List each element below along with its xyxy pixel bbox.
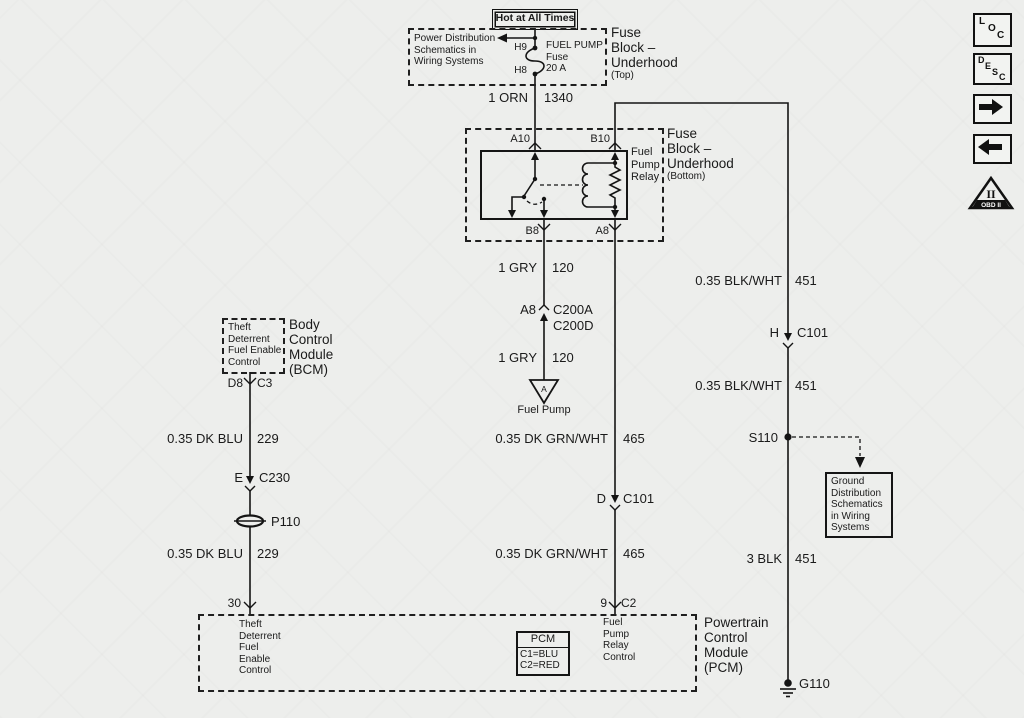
relay-pin-a8: A8	[595, 225, 609, 237]
wire-grnwht2-name: 0.35 DK GRN/WHT	[495, 546, 608, 561]
forward-button[interactable]	[973, 94, 1012, 124]
conn-c200d: C200D	[553, 318, 594, 333]
relay-pin-b10: B10	[590, 133, 610, 145]
bcm-function-box	[222, 318, 285, 374]
wire-gry1-name: 1 GRY	[498, 260, 537, 275]
wire-grnwht2-circuit: 465	[623, 546, 645, 561]
relay-pin-a10: A10	[510, 133, 530, 145]
bcm-function-text: Theft Deterrent Fuel Enable Control	[228, 322, 282, 368]
ground-distribution-ref: Ground Distribution Schematics in Wiring…	[831, 476, 883, 533]
conn-c200a: C200A	[553, 302, 593, 317]
control-branch-connector	[608, 495, 622, 614]
fuse-block-top-sub: (Top)	[611, 70, 634, 81]
relay-pin-b8: B8	[525, 225, 539, 237]
pcm-conn-c2: C2	[621, 596, 637, 610]
fuse-block-bottom-label: Fuse Block – Underhood	[667, 126, 734, 171]
wire-blkwht2-name: 0.35 BLK/WHT	[695, 378, 782, 393]
fuse-block-top-box	[408, 28, 607, 86]
wire-blkwht2-circuit: 451	[795, 378, 817, 393]
pcm-left-function: Theft Deterrent Fuel Enable Control	[239, 619, 281, 676]
obd-ii-icon: II OBD II	[967, 176, 1015, 210]
pcm-pin-30: 30	[227, 596, 241, 610]
bcm-pin-d8: D8	[227, 376, 243, 390]
pcm-key-box: PCM C1=BLU C2=RED	[516, 631, 570, 676]
obd-numeral: II	[986, 187, 996, 201]
wire-grnwht1-name: 0.35 DK GRN/WHT	[495, 431, 608, 446]
desc-button[interactable]: D E S C	[973, 53, 1012, 85]
splice-p110: P110	[271, 514, 301, 529]
conn-c101h-name: C101	[797, 325, 829, 340]
pin-h9: H9	[514, 42, 527, 53]
bcm-run	[234, 372, 266, 614]
fuse-block-top-label: Fuse Block – Underhood	[611, 25, 678, 70]
loc-letter-o: O	[988, 23, 996, 34]
pcm-key-title: PCM	[518, 633, 568, 648]
fuel-pump-label: Fuel Pump	[517, 404, 571, 416]
back-arrow-icon	[978, 139, 1002, 155]
wire-3blk-circuit: 451	[795, 551, 817, 566]
wire-orn-name: 1 ORN	[488, 90, 528, 105]
forward-arrow-icon	[979, 99, 1003, 115]
ground-g110: G110	[799, 676, 830, 691]
wire-dkblu2-circuit: 229	[257, 546, 279, 561]
wire-grnwht1-circuit: 465	[623, 431, 645, 446]
pcm-box	[198, 614, 697, 692]
ground-distribution-box	[825, 472, 893, 538]
wire-gry2-circuit: 120	[552, 350, 574, 365]
wire-orn-circuit: 1340	[544, 90, 573, 105]
wire-3blk-name: 3 BLK	[746, 551, 782, 566]
fuel-pump-relay-label: Fuel Pump Relay	[631, 146, 660, 183]
desc-letter-e: E	[985, 61, 992, 71]
conn-c230-pin: E	[234, 470, 243, 485]
pcm-key-row-c2: C2=RED	[520, 660, 560, 671]
pcm-label: Powertrain Control Module (PCM)	[704, 615, 769, 675]
pcm-pin-9: 9	[600, 596, 607, 610]
pin-h8: H8	[514, 65, 527, 76]
wire-dkblu1-name: 0.35 DK BLU	[167, 431, 243, 446]
wire-dkblu1-circuit: 229	[257, 431, 279, 446]
bcm-conn-c3: C3	[257, 376, 273, 390]
desc-letter-c: C	[999, 72, 1006, 82]
fuel-pump-relay-box	[480, 150, 628, 220]
conn-c101d-pin: D	[596, 491, 606, 506]
power-distribution-ref: Power Distribution Schematics in Wiring …	[414, 33, 496, 67]
loc-letter-l: L	[979, 16, 986, 27]
conn-c101d-name: C101	[623, 491, 655, 506]
obd-banner-label: OBD II	[981, 202, 1001, 209]
wire-blkwht1-circuit: 451	[795, 273, 817, 288]
loc-letter-c: C	[997, 30, 1005, 41]
bcm-label: Body Control Module (BCM)	[289, 317, 334, 377]
fuel-pump-letter: A	[541, 384, 547, 394]
loc-button[interactable]: L O C	[973, 13, 1012, 47]
wire-blkwht1-name: 0.35 BLK/WHT	[695, 273, 782, 288]
fuse-label: FUEL PUMP Fuse 20 A	[546, 40, 603, 74]
wire-gry1-circuit: 120	[552, 260, 574, 275]
splice-s110: S110	[748, 430, 778, 445]
conn-c230-name: C230	[259, 470, 291, 485]
conn-c101h-pin: H	[769, 325, 779, 340]
fuse-block-bottom-box	[465, 128, 664, 242]
wire-dkblu2-name: 0.35 DK BLU	[167, 546, 243, 561]
back-button[interactable]	[973, 134, 1012, 164]
fuse-block-bottom-sub: (Bottom)	[667, 171, 706, 182]
pcm-right-function: Fuel Pump Relay Control	[603, 617, 636, 663]
hot-at-all-times-box: Hot at All Times	[492, 9, 578, 30]
wire-gry2-name: 1 GRY	[498, 350, 537, 365]
desc-letter-d: D	[978, 55, 985, 65]
pcm-key-row-c1: C1=BLU	[520, 648, 559, 660]
desc-letter-s: S	[992, 67, 999, 77]
conn-c200-pin: A8	[520, 302, 536, 317]
